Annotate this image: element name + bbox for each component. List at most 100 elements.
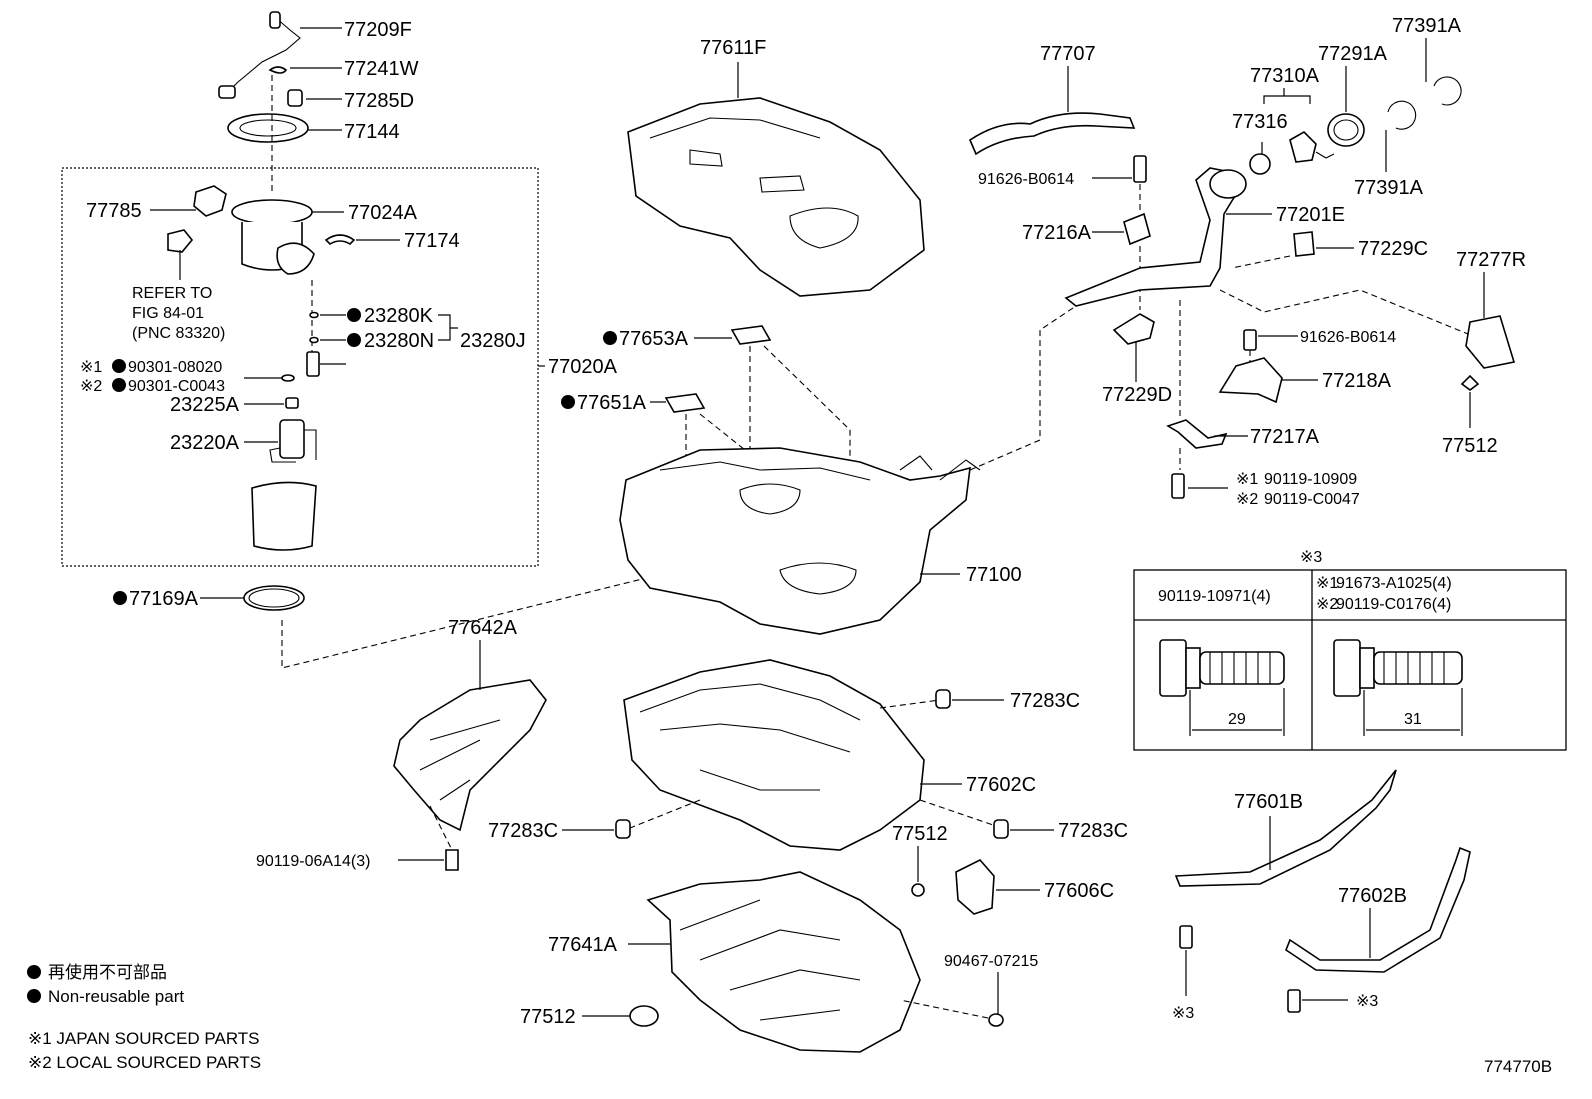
label-77707[interactable]: 77707	[1040, 43, 1096, 65]
label-23280J[interactable]: 23280J	[460, 330, 526, 352]
label-77283C-a[interactable]: 77283C	[1010, 690, 1080, 712]
fuel-tank-77100	[619, 447, 971, 635]
label-91626-B0614-a[interactable]: 91626-B0614	[978, 171, 1074, 188]
label-77642A[interactable]: 77642A	[448, 617, 518, 639]
label-77024A[interactable]: 77024A	[348, 202, 418, 224]
refer-part-drawing	[167, 229, 194, 253]
bolt-table-col2-part1[interactable]: 91673-A1025(4)	[1336, 575, 1452, 592]
diagram-code: 774770B	[1484, 1057, 1552, 1076]
label-77229C[interactable]: 77229C	[1358, 238, 1428, 260]
label-77291A[interactable]: 77291A	[1318, 43, 1388, 65]
label-23225A[interactable]: 23225A	[170, 394, 240, 416]
label-77785[interactable]: 77785	[86, 200, 142, 222]
bolt-90119-06A14-drawing	[445, 849, 459, 871]
label-77229D[interactable]: 77229D	[1102, 384, 1172, 406]
label-77217A[interactable]: 77217A	[1250, 426, 1320, 448]
label-star3-b: ※3	[1356, 993, 1378, 1010]
part-labels: 77209F 77241W 77285D 77144 77785 77024A …	[80, 15, 1526, 1028]
bracket-77218A-drawing	[1218, 357, 1283, 404]
pad-77651A-drawing	[664, 393, 706, 413]
mount-77283C-a	[935, 689, 951, 709]
pump-assembly-box-77020A	[61, 167, 539, 567]
label-77285D[interactable]: 77285D	[344, 90, 414, 112]
label-77209F[interactable]: 77209F	[344, 19, 412, 41]
label-77100[interactable]: 77100	[966, 564, 1022, 586]
cap-drawing	[1289, 131, 1317, 163]
label-90467-07215[interactable]: 90467-07215	[944, 953, 1038, 970]
label-star3-a: ※3	[1172, 1005, 1194, 1022]
label-77512-b[interactable]: 77512	[520, 1006, 576, 1028]
bolt-91626-b	[1243, 329, 1257, 351]
bolt-drawing-b	[1333, 639, 1463, 736]
legend-non-reusable-en: Non-reusable part	[48, 987, 184, 1006]
label-77512-a[interactable]: 77512	[892, 823, 948, 845]
label-77310A[interactable]: 77310A	[1250, 65, 1320, 87]
label-77144[interactable]: 77144	[344, 121, 400, 143]
label-77283C-c[interactable]: 77283C	[1058, 820, 1128, 842]
label-23220A[interactable]: 23220A	[170, 432, 240, 454]
label-77602B[interactable]: 77602B	[1338, 885, 1407, 907]
label-77641A[interactable]: 77641A	[548, 934, 618, 956]
label-77602C[interactable]: 77602C	[966, 774, 1036, 796]
filler-pipe-group	[969, 38, 1567, 1013]
label-77316[interactable]: 77316	[1232, 111, 1288, 133]
sender-wire-drawing	[227, 17, 301, 93]
label-refer-line3[interactable]: (PNC 83320)	[132, 325, 225, 342]
label-91626-B0614-b[interactable]: 91626-B0614	[1300, 329, 1396, 346]
pump-flange-77024A	[231, 199, 313, 225]
legend-note-local-sourced: ※2 LOCAL SOURCED PARTS	[28, 1053, 261, 1072]
label-77169A[interactable]: 77169A	[129, 588, 199, 610]
label-77241W[interactable]: 77241W	[344, 58, 419, 80]
fuel-pump-23220A-drawing	[279, 419, 305, 459]
legend-dot-jp	[27, 965, 41, 979]
label-77391A-a[interactable]: 77391A	[1392, 15, 1462, 37]
label-77201E[interactable]: 77201E	[1276, 204, 1345, 226]
label-77651A[interactable]: 77651A	[577, 392, 647, 414]
sender-connector-top	[269, 11, 281, 29]
pump-filter-drawing	[276, 242, 315, 275]
label-77283C-b[interactable]: 77283C	[488, 820, 558, 842]
label-77174[interactable]: 77174	[404, 230, 460, 252]
label-77601B[interactable]: 77601B	[1234, 791, 1303, 813]
label-refer-line2[interactable]: FIG 84-01	[132, 305, 204, 322]
label-77606C[interactable]: 77606C	[1044, 880, 1114, 902]
label-77512-c[interactable]: 77512	[1442, 435, 1498, 457]
star1-mark-90301: ※1	[80, 359, 102, 376]
filler-neck	[1209, 169, 1247, 199]
pad-77653A-drawing	[730, 325, 772, 345]
bolt-drawing-a	[1159, 639, 1285, 736]
bolt-table-col2-part2[interactable]: 90119-C0176(4)	[1336, 596, 1451, 613]
bolt-table-col1-dim: 29	[1228, 711, 1246, 728]
legend-note-japan-sourced: ※1 JAPAN SOURCED PARTS	[28, 1029, 260, 1048]
non-reusable-dot-90301a	[112, 359, 126, 373]
label-77653A[interactable]: 77653A	[619, 328, 689, 350]
label-23280N[interactable]: 23280N	[364, 330, 434, 352]
label-77216A[interactable]: 77216A	[1022, 222, 1092, 244]
ring-77391A-a	[1433, 76, 1462, 106]
label-90301-08020[interactable]: 90301-08020	[128, 359, 222, 376]
bolt-table-col2-star2: ※2	[1316, 596, 1338, 613]
part-23225A-drawing	[285, 397, 299, 409]
label-90119-10909[interactable]: 90119-10909	[1264, 471, 1357, 488]
label-90301-C0043[interactable]: 90301-C0043	[128, 378, 225, 395]
star1-mark-90119: ※1	[1236, 471, 1258, 488]
ring-77291A-drawing	[1327, 113, 1365, 147]
non-reusable-dot-77653A	[603, 331, 617, 345]
label-77391A-b[interactable]: 77391A	[1354, 177, 1424, 199]
star2-mark-90301: ※2	[80, 378, 102, 395]
fuel-tank-group	[393, 62, 1101, 1053]
bolt-table-col2-star1: ※1	[1316, 575, 1338, 592]
label-77020A[interactable]: 77020A	[548, 356, 618, 378]
label-77218A[interactable]: 77218A	[1322, 370, 1392, 392]
clip-77229D-drawing	[1112, 313, 1155, 345]
label-77611F[interactable]: 77611F	[700, 37, 766, 59]
bracket-23280J	[438, 314, 458, 341]
star2-mark-90119: ※2	[1236, 491, 1258, 508]
non-reusable-dot-90301b	[112, 378, 126, 392]
label-90119-C0047[interactable]: 90119-C0047	[1264, 491, 1360, 508]
bolt-table-col1-part[interactable]: 90119-10971(4)	[1158, 588, 1271, 605]
bolt-spec-table	[1133, 569, 1567, 751]
label-77277R[interactable]: 77277R	[1456, 249, 1526, 271]
label-23280K[interactable]: 23280K	[364, 305, 434, 327]
label-90119-06A14[interactable]: 90119-06A14(3)	[256, 853, 370, 870]
